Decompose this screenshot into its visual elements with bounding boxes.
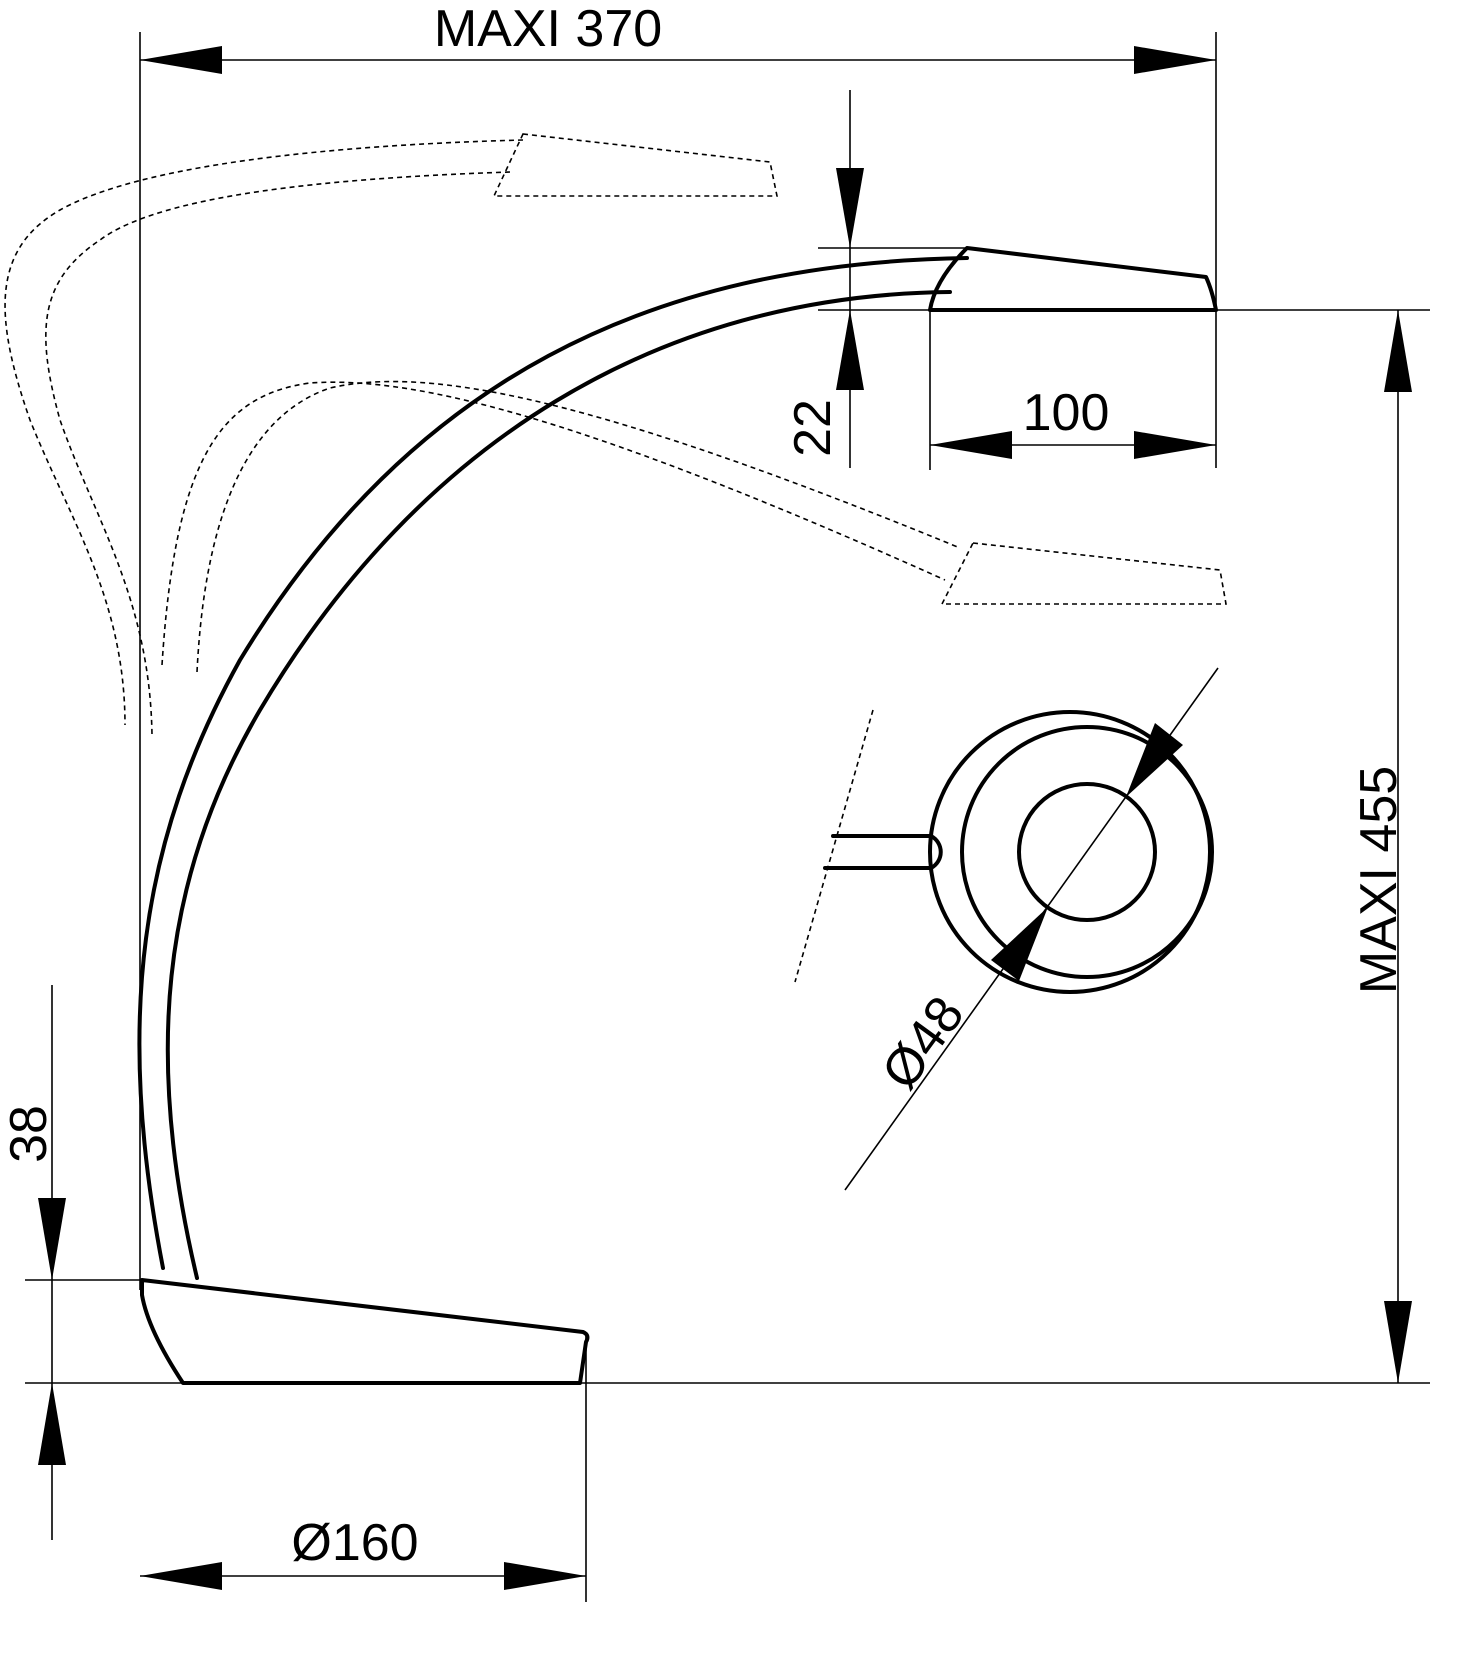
base-diameter-label: Ø160 — [291, 1514, 418, 1572]
section-middle-circle — [960, 725, 1214, 979]
base-height-arrow-top — [38, 1198, 66, 1280]
head-height-arrow-bottom — [836, 310, 864, 390]
lamp-arm-outer — [137, 256, 969, 1270]
arm-diameter-label: Ø48 — [871, 986, 976, 1100]
arm-section-detail — [823, 667, 1219, 1191]
max-width-arrow-left — [140, 46, 222, 74]
lamp-head — [928, 246, 1218, 312]
base-height-arrow-bottom — [38, 1383, 66, 1465]
lowered-arm-inner — [161, 381, 946, 666]
max-height-label: MAXI 455 — [1350, 766, 1408, 994]
max-height-arrow-bottom — [1384, 1301, 1412, 1383]
max-width-arrow-right — [1134, 46, 1216, 74]
raised-arm-inner — [45, 171, 511, 736]
max-height-arrow-top — [1384, 310, 1412, 392]
head-length-arrow-left — [930, 431, 1012, 459]
head-height-arrow-top — [836, 168, 864, 248]
head-length-label: 100 — [1023, 384, 1110, 442]
head-length-arrow-right — [1134, 431, 1216, 459]
base-diameter-arrow-right — [504, 1562, 586, 1590]
lowered-head — [940, 542, 1227, 605]
diameter-arrow-lower — [991, 907, 1048, 981]
raised-head — [492, 133, 778, 197]
lamp-arm-inner — [165, 290, 952, 1280]
alternate-positions — [4, 133, 1227, 983]
section-inner-circle — [1017, 782, 1157, 922]
section-reference-line — [794, 709, 874, 983]
dimension-lines — [25, 32, 1430, 1602]
section-stub — [823, 834, 943, 870]
raised-arm-outer — [4, 139, 524, 726]
base-diameter-arrow-left — [140, 1562, 222, 1590]
diameter-arrow-upper — [1126, 723, 1183, 797]
dimension-labels: MAXI 370 22 100 MAXI 455 38 Ø160 Ø48 — [0, 0, 1408, 1572]
base-height-label: 38 — [0, 1105, 58, 1163]
max-width-label: MAXI 370 — [434, 0, 662, 58]
head-height-label: 22 — [784, 399, 842, 457]
lamp-base — [140, 1278, 590, 1385]
